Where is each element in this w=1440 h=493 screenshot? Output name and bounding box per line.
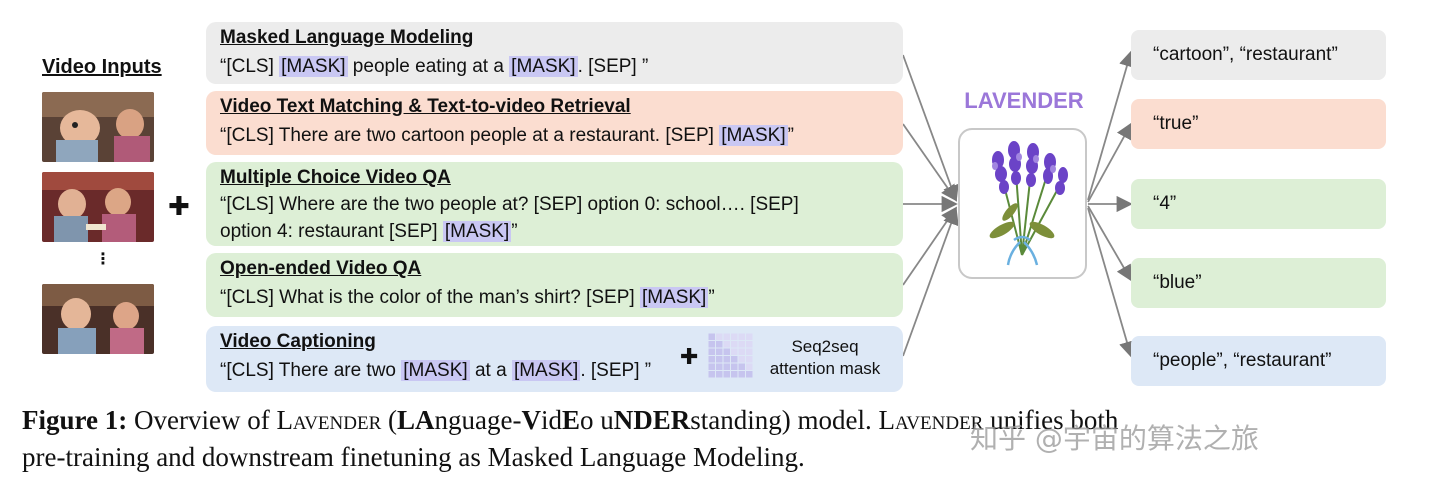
- task-prompt: “[CLS] Where are the two people at? [SEP…: [220, 194, 799, 242]
- mask-cell: [731, 341, 738, 348]
- task-prompt: “[CLS] What is the color of the man’s sh…: [220, 287, 715, 308]
- mask-cell: [708, 371, 715, 378]
- mask-cell: [708, 348, 715, 355]
- lavender-bouquet-icon: [989, 141, 1068, 266]
- video-frame-2: [42, 172, 154, 242]
- mask-cell: [716, 341, 723, 348]
- mask-cell: [708, 363, 715, 370]
- task-prompt: “[CLS] [MASK] people eating at a [MASK].…: [220, 56, 649, 77]
- model-box: [958, 128, 1087, 279]
- mask-cell: [723, 363, 730, 370]
- mask-cell: [746, 356, 753, 363]
- task-title: Open-ended Video QA: [220, 258, 422, 279]
- arrow-out-4: [1087, 205, 1132, 282]
- mask-cell: [738, 371, 745, 378]
- attention-mask-grid-icon: [708, 333, 753, 378]
- mask-cell: [731, 371, 738, 378]
- arrow-out-2: [1087, 122, 1132, 203]
- plus-icon: ✚: [168, 191, 190, 221]
- mask-cell: [731, 333, 738, 340]
- task-title: Multiple Choice Video QA: [220, 167, 451, 188]
- output-mlm: “cartoon”, “restaurant”: [1131, 30, 1386, 80]
- video-frame-1: [42, 92, 154, 162]
- mask-token: [MASK]: [509, 56, 578, 77]
- mask-token: [MASK]: [511, 360, 581, 381]
- mask-token: [MASK]: [719, 125, 788, 146]
- task-multiple-choice-qa: Multiple Choice Video QA “[CLS] Where ar…: [206, 162, 903, 246]
- mask-cell: [731, 348, 738, 355]
- mask-cell: [708, 333, 715, 340]
- seq2seq-label-line2: attention mask: [769, 359, 881, 378]
- mask-cell: [708, 356, 715, 363]
- output-oeqa: “blue”: [1131, 258, 1386, 308]
- arrow-in-caption: [902, 208, 959, 357]
- plus-icon: ✚: [680, 344, 699, 369]
- task-title: Masked Language Modeling: [220, 27, 474, 48]
- mask-token: [MASK]: [401, 360, 470, 381]
- seq2seq-label: Seq2seq attention mask: [760, 336, 890, 380]
- mask-token: [MASK]: [442, 221, 512, 242]
- video-inputs-title: Video Inputs: [42, 56, 162, 78]
- watermark: 知乎 @宇宙的算法之旅: [970, 422, 1259, 455]
- mask-cell: [738, 348, 745, 355]
- task-video-captioning: Video Captioning “[CLS] There are two [M…: [206, 326, 903, 392]
- arrow-in-mlm: [902, 54, 959, 202]
- mask-cell: [746, 371, 753, 378]
- arrow-in-oeqa: [902, 206, 958, 286]
- mask-cell: [716, 363, 723, 370]
- mask-token: [MASK]: [279, 56, 348, 77]
- figure-label: Figure 1:: [22, 405, 128, 435]
- mask-cell: [731, 356, 738, 363]
- arrow-out-1: [1087, 50, 1135, 201]
- task-title: Video Text Matching & Text-to-video Retr…: [220, 96, 631, 117]
- mask-cell: [738, 333, 745, 340]
- task-open-ended-qa: Open-ended Video QA “[CLS] What is the c…: [206, 253, 903, 317]
- mask-cell: [723, 371, 730, 378]
- mask-cell: [746, 341, 753, 348]
- mask-cell: [723, 341, 730, 348]
- output-captioning: “people”, “restaurant”: [1131, 336, 1386, 386]
- task-video-text-matching: Video Text Matching & Text-to-video Retr…: [206, 91, 903, 155]
- task-title: Video Captioning: [220, 331, 376, 352]
- mask-cell: [716, 371, 723, 378]
- arrow-in-vtm: [902, 123, 958, 202]
- output-mcqa: “4”: [1131, 179, 1386, 229]
- figure-caption: Figure 1: Overview of Lavender (LAnguage…: [22, 405, 1119, 472]
- mask-cell: [746, 363, 753, 370]
- video-frame-3: [42, 284, 154, 354]
- mask-cell: [746, 333, 753, 340]
- mask-cell: [723, 348, 730, 355]
- mask-cell: [716, 356, 723, 363]
- task-prompt: “[CLS] There are two cartoon people at a…: [220, 125, 794, 146]
- task-prompt: “[CLS] There are two [MASK] at a [MASK].…: [220, 360, 652, 381]
- arrow-out-5: [1087, 207, 1135, 358]
- output-vtm: “true”: [1131, 99, 1386, 149]
- task-masked-language-modeling: Masked Language Modeling “[CLS] [MASK] p…: [206, 22, 903, 84]
- mask-cell: [716, 348, 723, 355]
- mask-cell: [738, 356, 745, 363]
- more-frames-ellipsis: ⋮: [95, 251, 111, 268]
- mask-cell: [746, 348, 753, 355]
- mask-cell: [716, 333, 723, 340]
- seq2seq-label-line1: Seq2seq: [791, 337, 859, 356]
- mask-cell: [731, 363, 738, 370]
- mask-cell: [738, 341, 745, 348]
- mask-cell: [723, 333, 730, 340]
- model-name: LAVENDER: [964, 88, 1084, 113]
- mask-cell: [738, 363, 745, 370]
- mask-cell: [708, 341, 715, 348]
- mask-token: [MASK]: [639, 287, 709, 308]
- mask-cell: [723, 356, 730, 363]
